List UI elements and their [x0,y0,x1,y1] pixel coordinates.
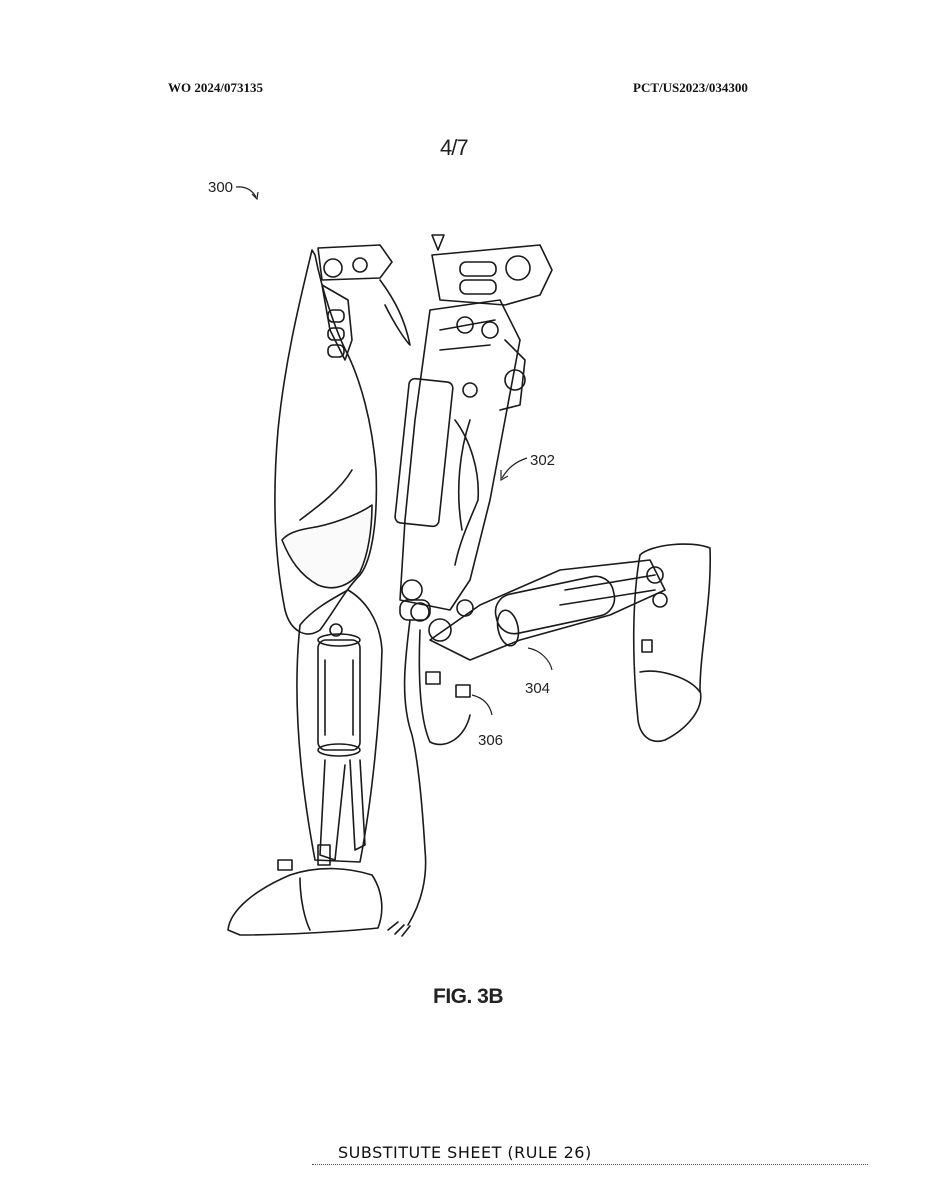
right-shank-frame [429,559,666,661]
left-knee-actuator [317,639,361,751]
ref-label-306: 306 [478,732,503,749]
right-shank-actuator [494,575,616,635]
left-thigh-cover [274,249,378,635]
ref-label-304: 304 [525,680,550,697]
figure-caption: FIG. 3B [433,985,504,1008]
publication-number: WO 2024/073135 [168,80,263,95]
application-number: PCT/US2023/034300 [633,80,748,95]
right-hip-block [431,244,553,306]
sheet-number: 4/7 [440,135,469,160]
left-hip-actuator [317,244,393,281]
ref-label-300: 300 [208,179,233,196]
cable-harness [403,619,427,926]
footer-rule [312,1164,868,1165]
right-thigh-frame [399,299,521,611]
left-foot-cover [227,867,383,936]
left-thigh-panel [281,504,373,589]
right-foot-cover [632,543,712,742]
ref-label-302: 302 [530,452,555,469]
right-thigh-actuator [394,377,454,528]
left-shank-cover [296,589,383,863]
footer-text: SUBSTITUTE SHEET (RULE 26) [338,1143,592,1162]
